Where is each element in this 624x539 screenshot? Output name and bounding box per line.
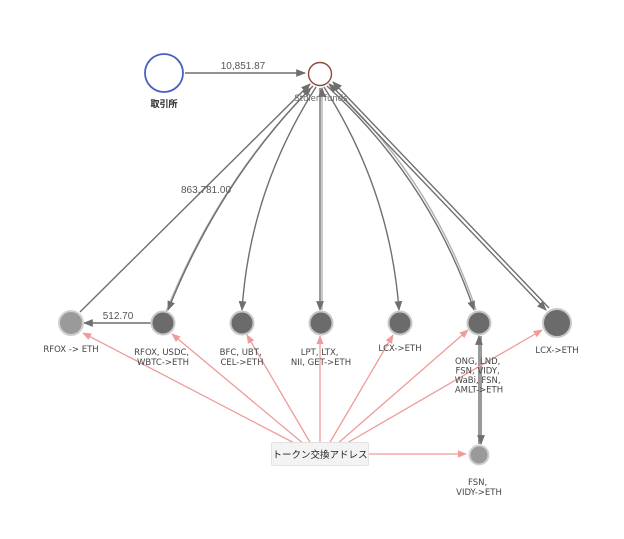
edge-stolen-to-n3[interactable] (238, 86, 317, 311)
token-exchange-address-node[interactable]: トークン交換アドレス (271, 442, 369, 466)
edge-source-to-n7[interactable] (341, 329, 543, 447)
edge-stolen-to-n7[interactable] (329, 83, 547, 311)
node-n7[interactable]: LCX->ETH (535, 308, 579, 356)
node-n3-label: BFC, UBT, CEL->ETH (220, 348, 265, 368)
edge-source-to-n2[interactable] (171, 333, 306, 446)
node-n6-circle[interactable] (466, 310, 492, 336)
edge-source-to-n3[interactable] (246, 334, 312, 445)
node-n1-circle[interactable] (58, 310, 84, 336)
edge-n1-to-stolen[interactable] (79, 83, 311, 313)
edge-label-exchange-stolen: 10,851.87 (221, 61, 266, 72)
edge-stolen-to-n6[interactable] (326, 85, 475, 311)
node-n2-circle[interactable] (150, 310, 176, 336)
node-n2-label: RFOX, USDC, WBTC->ETH (134, 348, 192, 368)
node-n7-label: LCX->ETH (535, 346, 578, 356)
node-n6-label: ONG, LND, FSN, VIDY, WaBi, FSN, AMLT->ET… (455, 357, 504, 396)
node-n1[interactable]: RFOX -> ETH (43, 310, 99, 355)
edge-n7-to-stolen[interactable] (332, 81, 550, 309)
node-stolen-funds[interactable]: Stolen funds (294, 61, 348, 105)
pink-edges (82, 329, 543, 458)
node-n7-circle[interactable] (542, 308, 572, 338)
exchange-circle[interactable] (144, 53, 184, 93)
node-n5-label: LCX->ETH (378, 344, 421, 354)
node-n4[interactable]: LPT, LTX, NII, GET->ETH (291, 310, 351, 369)
stolen-funds-label: Stolen funds (294, 94, 348, 104)
node-n3[interactable]: BFC, UBT, CEL->ETH (220, 310, 265, 369)
node-n5[interactable]: LCX->ETH (378, 310, 422, 355)
edge-source-to-n1[interactable] (82, 332, 301, 447)
edge-n2-to-stolen[interactable] (165, 87, 312, 313)
edge-n6-to-stolen[interactable] (328, 83, 477, 311)
node-n1-label: RFOX -> ETH (43, 345, 98, 355)
edge-label-n2-n1: 512.70 (103, 311, 134, 322)
exchange-label: 取引所 (150, 98, 177, 110)
node-n5-circle[interactable] (387, 310, 413, 336)
node-n4-label: LPT, LTX, NII, GET->ETH (291, 348, 351, 368)
stolen-funds-circle[interactable] (307, 61, 333, 87)
token-exchange-address-label: トークン交換アドレス (272, 450, 368, 461)
gray-edges (79, 69, 550, 445)
node-n3-circle[interactable] (229, 310, 255, 336)
edge-label-n1-stolen: 863,781.00 (181, 185, 231, 196)
node-n8-label: FSN, VIDY->ETH (456, 478, 502, 498)
node-exchange[interactable]: 取引所 (144, 53, 184, 110)
node-n8[interactable]: FSN, VIDY->ETH (456, 444, 502, 499)
edge-stolen-to-n5[interactable] (323, 86, 403, 311)
node-n6[interactable]: ONG, LND, FSN, VIDY, WaBi, FSN, AMLT->ET… (455, 310, 504, 396)
edge-source-to-n6[interactable] (335, 329, 469, 446)
edge-source-to-n5[interactable] (328, 334, 394, 445)
edge-stolen-to-n2[interactable] (167, 85, 314, 311)
node-n4-circle[interactable] (308, 310, 334, 336)
node-n8-circle[interactable] (468, 444, 490, 466)
node-n2[interactable]: RFOX, USDC, WBTC->ETH (134, 310, 192, 369)
